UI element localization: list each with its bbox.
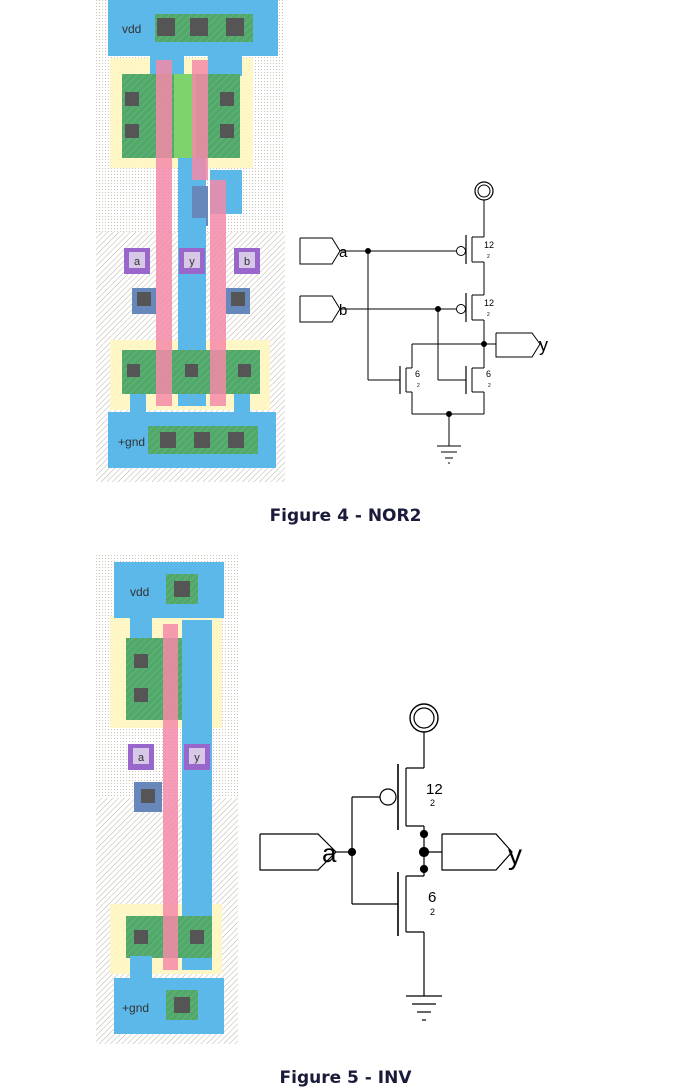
output-y-port [441,833,513,871]
input-a-label: a [339,244,348,261]
nmos-size: 6 [428,889,436,906]
pin-y-label: y [189,256,195,268]
input-b-port [299,295,341,323]
input-a-port [299,237,341,265]
pmos2-len: 2 [487,312,490,318]
gnd-label: +gnd [122,1001,149,1015]
output-y-port [495,332,541,358]
pmos1-len: 2 [487,254,490,260]
pin-a-label: a [138,752,145,764]
pmos-size: 12 [426,781,443,798]
input-a-label: a [322,838,337,868]
nmos1-len: 2 [417,383,420,389]
nor2-schematic-labels: a b y 12 2 12 2 6 2 6 2 [339,240,548,389]
poly-gate-a [156,60,172,406]
pmos-len: 2 [430,798,435,808]
poly-gate [163,624,178,970]
figure4-caption: Figure 4 - NOR2 [269,506,422,526]
pin-b-label: b [244,256,250,268]
pmos2-size: 12 [484,298,494,308]
pmos1-size: 12 [484,240,494,250]
nmos1-size: 6 [415,369,420,379]
input-b-label: b [339,302,347,319]
inv-schematic-labels: a y 12 2 6 2 [322,781,522,917]
nmos2-len: 2 [488,383,491,389]
nmos-len: 2 [430,907,435,917]
gnd-label: +gnd [118,435,145,449]
inv-schematic [259,703,513,1021]
poly-gate-b [210,180,226,406]
figure5-caption: Figure 5 - INV [279,1068,412,1088]
nmos2-size: 6 [486,369,491,379]
output-y-label: y [539,335,548,355]
input-a-port [259,833,337,871]
pin-a-label: a [134,256,141,268]
nor2-schematic [299,181,541,464]
pin-y-label: y [194,752,200,764]
vdd-label: vdd [122,22,141,36]
vdd-label: vdd [130,585,149,599]
nor2-layout: a y b vdd +gnd [96,0,285,482]
output-y-label: y [508,839,522,870]
inv-layout: a y vdd +gnd [96,554,238,1044]
